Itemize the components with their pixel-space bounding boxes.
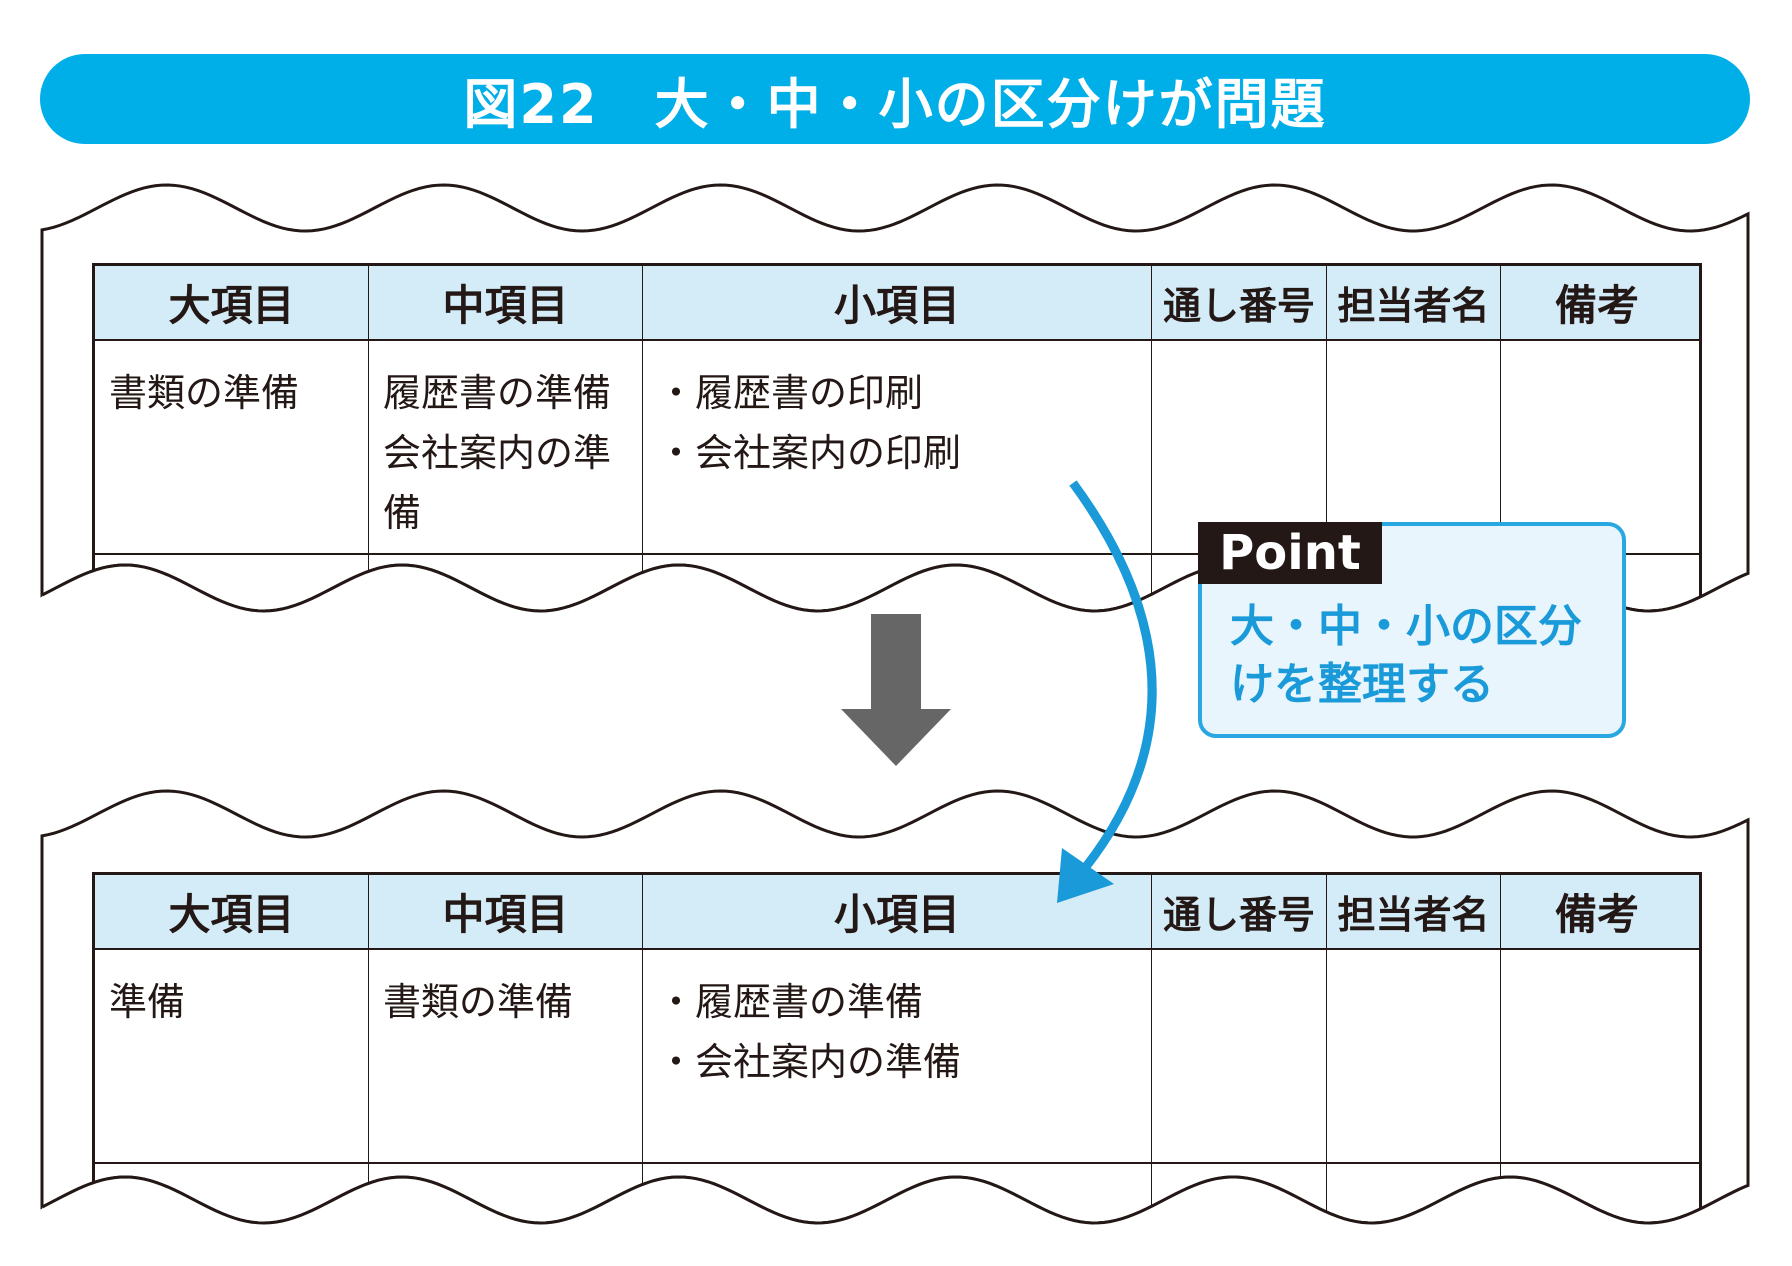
header-notes: 備考	[1554, 281, 1639, 330]
table-row: 書類の準備履歴書の準備会社案内の準備・履歴書の印刷・会社案内の印刷	[95, 341, 1699, 555]
cell-minor: ・履歴書の印刷・会社案内の印刷	[643, 341, 1152, 553]
header-minor: 小項目	[643, 875, 1152, 948]
point-text: 大・中・小の区分 けを整理する	[1230, 598, 1582, 714]
cell-text: 会社案内の準	[383, 431, 612, 475]
cell-text: ・履歴書の準備	[657, 980, 924, 1024]
point-callout: Point 大・中・小の区分 けを整理する	[1198, 522, 1626, 738]
table-header-row: 大項目中項目小項目通し番号担当者名 備考	[95, 266, 1699, 341]
header-serial: 通し番号	[1152, 875, 1327, 948]
figure-title: 図22 大・中・小の区分けが問題	[463, 72, 1327, 136]
cell-minor: ・履歴書の準備・会社案内の準備	[643, 950, 1152, 1162]
cell-text: 書類の準備	[109, 371, 300, 415]
cell-text: ・会社案内の印刷	[657, 431, 962, 475]
point-text-line: けを整理する	[1230, 659, 1494, 710]
cell-text: 備	[383, 491, 422, 535]
cell-middle: 履歴書の準備会社案内の準備	[369, 341, 643, 553]
table-row: 準備 書類の準備 ・履歴書の準備・会社案内の準備	[95, 950, 1699, 1164]
point-label: Point	[1198, 522, 1382, 584]
header-owner: 担当者名	[1327, 266, 1501, 339]
header-minor: 小項目	[643, 266, 1152, 339]
down-arrow-icon	[841, 614, 951, 766]
header-notes: 備考	[1554, 890, 1639, 939]
cell-text: ・履歴書の印刷	[657, 371, 924, 415]
point-text-line: 大・中・小の区分	[1230, 601, 1582, 652]
cell-text: ・会社案内の準備	[657, 1040, 962, 1084]
cell-major: 準備	[95, 950, 369, 1162]
after-table: 大項目中項目小項目通し番号担当者名 備考準備 書類の準備 ・履歴書の準備・会社案内の準…	[92, 872, 1702, 1254]
header-middle: 中項目	[369, 875, 643, 948]
cell-owner	[1327, 341, 1501, 553]
header-owner: 担当者名	[1327, 875, 1501, 948]
table-header-row: 大項目中項目小項目通し番号担当者名 備考	[95, 875, 1699, 950]
header-major: 大項目	[95, 266, 369, 339]
header-middle: 中項目	[369, 266, 643, 339]
cell-serial	[1152, 341, 1327, 553]
cell-major: 書類の準備	[95, 341, 369, 553]
cell-text: 履歴書の準備	[383, 371, 612, 415]
figure-title-bar: 図22 大・中・小の区分けが問題	[40, 54, 1750, 144]
cell-owner	[1327, 950, 1501, 1162]
paper-bottom-edge	[41, 1175, 1749, 1225]
cell-text: 準備	[109, 980, 186, 1024]
cell-text: 書類の準備	[383, 980, 574, 1024]
header-serial: 通し番号	[1152, 266, 1327, 339]
header-major: 大項目	[95, 875, 369, 948]
empty-cell	[1152, 1164, 1327, 1254]
cell-middle: 書類の準備	[369, 950, 643, 1162]
before-table: 大項目中項目小項目通し番号担当者名備考書類の準備履歴書の準備会社案内の準備・履歴…	[92, 263, 1702, 645]
cell-serial	[1152, 950, 1327, 1162]
